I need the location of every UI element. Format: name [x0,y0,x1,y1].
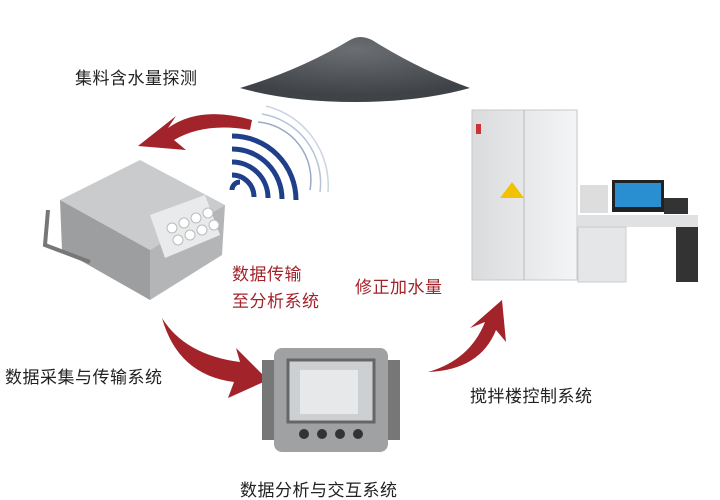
label-analysis-system: 数据分析与交互系统 [240,481,398,500]
label-mixing-control-system: 搅拌楼控制系统 [470,387,593,407]
label-data-transfer-2: 至分析系统 [232,292,320,312]
label-moisture-detection: 集料含水量探测 [75,69,198,89]
label-correct-water: 修正加水量 [355,278,443,298]
label-data-transfer-1: 数据传输 [232,265,302,285]
analysis-terminal [262,348,400,452]
arrow-to-control [428,300,506,372]
mixing-control-cabinet [471,109,698,283]
arrow-to-detection [138,114,252,150]
wave-signal-icon [229,105,329,201]
aggregate-pile [240,37,470,102]
acquisition-device [42,160,225,300]
arrow-to-analysis [162,318,268,398]
label-acquisition-system: 数据采集与传输系统 [5,368,163,388]
